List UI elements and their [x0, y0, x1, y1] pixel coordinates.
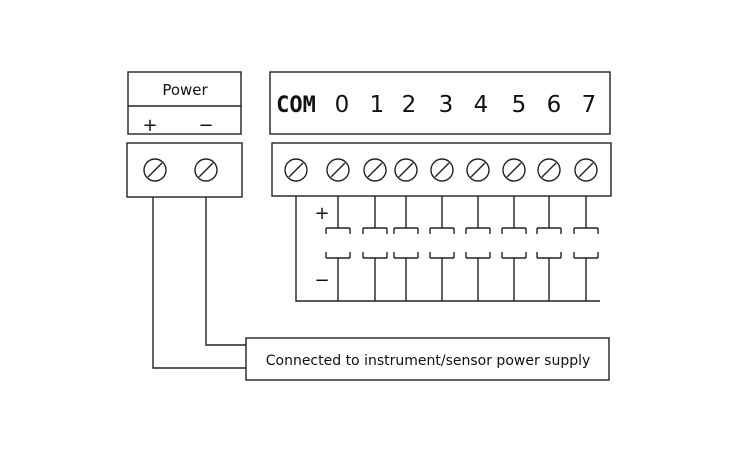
sensor-plus-label: +	[314, 203, 329, 224]
channel-label-7: 7	[582, 92, 597, 118]
channel-label-1: 1	[370, 92, 385, 118]
power-screws	[143, 158, 218, 182]
sensor-branch-0	[325, 196, 351, 301]
power-screw-plus	[143, 158, 167, 182]
sensor-branch-5	[501, 196, 527, 301]
channel-label-4: 4	[474, 92, 489, 118]
channel-screw-com	[284, 158, 308, 182]
channel-screw-7	[574, 158, 598, 182]
channel-screw-2	[394, 158, 418, 182]
sensor-branch-3	[429, 196, 455, 301]
sensor-branch-6	[536, 196, 562, 301]
power-screw-minus	[194, 158, 218, 182]
supply-note-text: Connected to instrument/sensor power sup…	[266, 353, 591, 369]
sensor-wiring	[295, 196, 600, 302]
channel-screws	[284, 158, 598, 182]
channel-label-2: 2	[402, 92, 417, 118]
channel-screw-5	[502, 158, 526, 182]
power-plus-wire	[152, 197, 246, 369]
sensor-branch-2	[393, 196, 419, 301]
channel-label-com: COM	[276, 93, 316, 118]
power-terminal-box	[126, 142, 243, 198]
com-wire	[295, 196, 600, 302]
channel-screw-6	[537, 158, 561, 182]
sensor-branch-4	[465, 196, 491, 301]
supply-note-box	[245, 337, 610, 381]
channel-label-box	[269, 71, 611, 135]
power-minus-wire	[205, 197, 246, 346]
sensor-branch-1	[362, 196, 388, 301]
channel-label-3: 3	[439, 92, 454, 118]
channel-label-6: 6	[547, 92, 562, 118]
channel-screw-3	[430, 158, 454, 182]
power-title: Power	[162, 81, 208, 99]
channel-label-0: 0	[335, 92, 350, 118]
sensor-branch-7	[573, 196, 599, 301]
channel-screw-0	[326, 158, 350, 182]
channel-screw-4	[466, 158, 490, 182]
channel-screw-1	[363, 158, 387, 182]
sensor-minus-label: −	[314, 270, 329, 291]
channel-label-5: 5	[512, 92, 527, 118]
power-header-box	[127, 71, 242, 135]
power-minus-label: −	[198, 115, 213, 136]
power-plus-label: +	[142, 115, 157, 136]
